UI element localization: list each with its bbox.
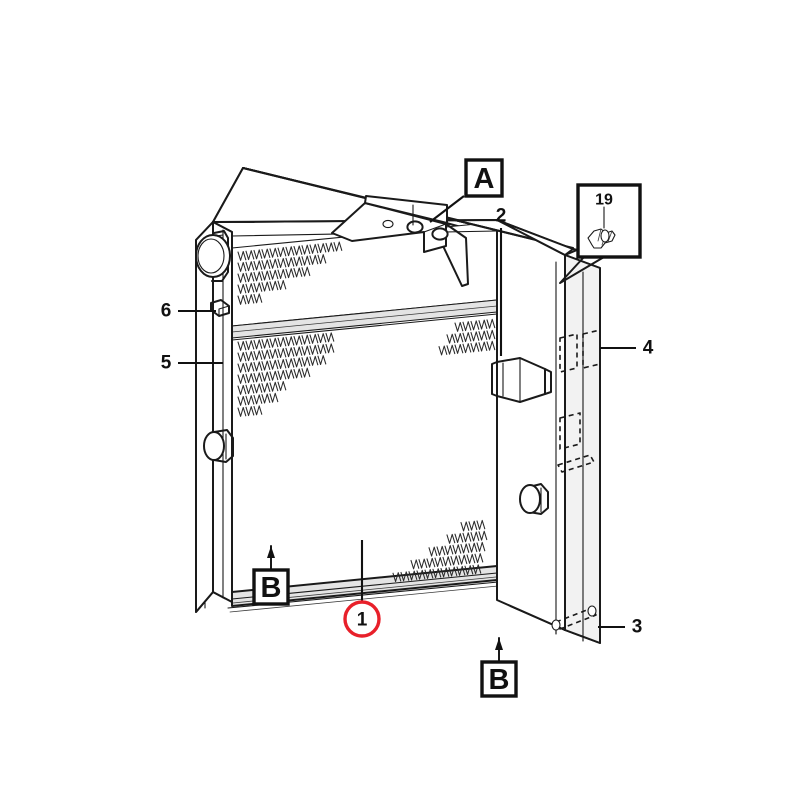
- side-mounting-bracket: [559, 329, 601, 373]
- callout-1-label: 1: [357, 610, 368, 631]
- side-mounting-bracket-mid: [559, 412, 581, 450]
- detail-flag-a-label: A: [474, 163, 495, 195]
- callout-4-label: 4: [643, 338, 654, 359]
- detail-inset-19-label: 19: [595, 192, 613, 209]
- radiator-assembly: [195, 167, 601, 644]
- filler-neck: [195, 230, 231, 282]
- callout-1: 1: [343, 540, 381, 638]
- side-tank-panel-front: [195, 221, 233, 613]
- detail-flag-b-left-label: B: [261, 572, 282, 604]
- side-rail-hidden: [557, 454, 595, 473]
- detail-inset-19-frame: [576, 183, 642, 259]
- detail-flag-b-left: B: [252, 545, 290, 606]
- lower-left-port: [203, 429, 234, 463]
- detail-flag-b-right-label: B: [489, 664, 510, 696]
- right-lower-port: [519, 483, 549, 515]
- detail-inset-19: 19: [559, 183, 642, 284]
- callout-2-label: 2: [496, 206, 507, 227]
- detail-flag-b-right-frame: [480, 660, 518, 698]
- callout-3: 3: [598, 617, 642, 638]
- hex-head-bolt: [587, 228, 616, 249]
- detail-flag-b-right: B: [480, 637, 518, 698]
- callout-1-highlight-ring: [343, 600, 381, 638]
- callout-2: 2: [496, 206, 507, 356]
- lower-mounting-pad: [551, 605, 597, 631]
- detail-flag-a: A: [429, 158, 504, 223]
- outlet-spout: [491, 357, 552, 403]
- detail-flag-b-left-frame: [252, 568, 290, 606]
- callout-5-label: 5: [161, 353, 172, 374]
- callout-5: 5: [161, 353, 223, 374]
- callout-3-label: 3: [632, 617, 643, 638]
- detail-flag-a-frame: [464, 158, 504, 198]
- callout-6: 6: [161, 301, 216, 322]
- rear-side-tank-front: [496, 219, 601, 644]
- callout-4: 4: [600, 338, 654, 359]
- callout-6-label: 6: [161, 301, 172, 322]
- top-mounting-bracket: [331, 195, 469, 287]
